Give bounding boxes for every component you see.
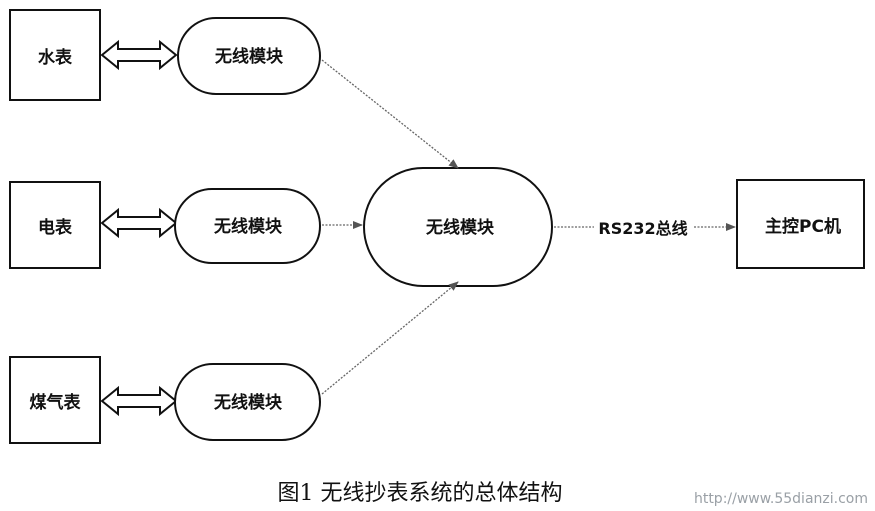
host-pc-box: 主控PC机	[736, 179, 865, 269]
wireless-module-middle-label: 无线模块	[213, 216, 283, 237]
electric-meter-box: 电表	[9, 181, 101, 269]
wireless-module-central-label: 无线模块	[425, 217, 495, 238]
electric-meter-label: 电表	[38, 217, 73, 238]
water-link-arrow	[100, 39, 178, 71]
wireless-module-top-label: 无线模块	[214, 46, 284, 67]
gas-meter-box: 煤气表	[9, 356, 101, 444]
water-meter-box: 水表	[9, 9, 101, 101]
arrow-bottom-to-central	[321, 281, 459, 395]
gas-link-arrow	[100, 385, 178, 417]
bus-label: RS232总线	[598, 219, 687, 238]
arrow-top-to-central	[321, 59, 459, 169]
host-pc-label: 主控PC机	[765, 216, 841, 237]
gas-meter-label: 煤气表	[30, 392, 82, 413]
wireless-module-bottom-label: 无线模块	[213, 392, 283, 413]
wireless-module-bottom: 无线模块	[174, 363, 321, 441]
watermark-url: http://www.55dianzi.com	[694, 491, 868, 507]
wireless-module-central: 无线模块	[363, 167, 553, 287]
wireless-module-top: 无线模块	[177, 17, 321, 95]
electric-link-arrow	[100, 207, 178, 239]
wireless-module-middle: 无线模块	[174, 188, 321, 264]
figure-caption: 图1 无线抄表系统的总体结构	[278, 481, 563, 506]
water-meter-label: 水表	[38, 47, 73, 68]
